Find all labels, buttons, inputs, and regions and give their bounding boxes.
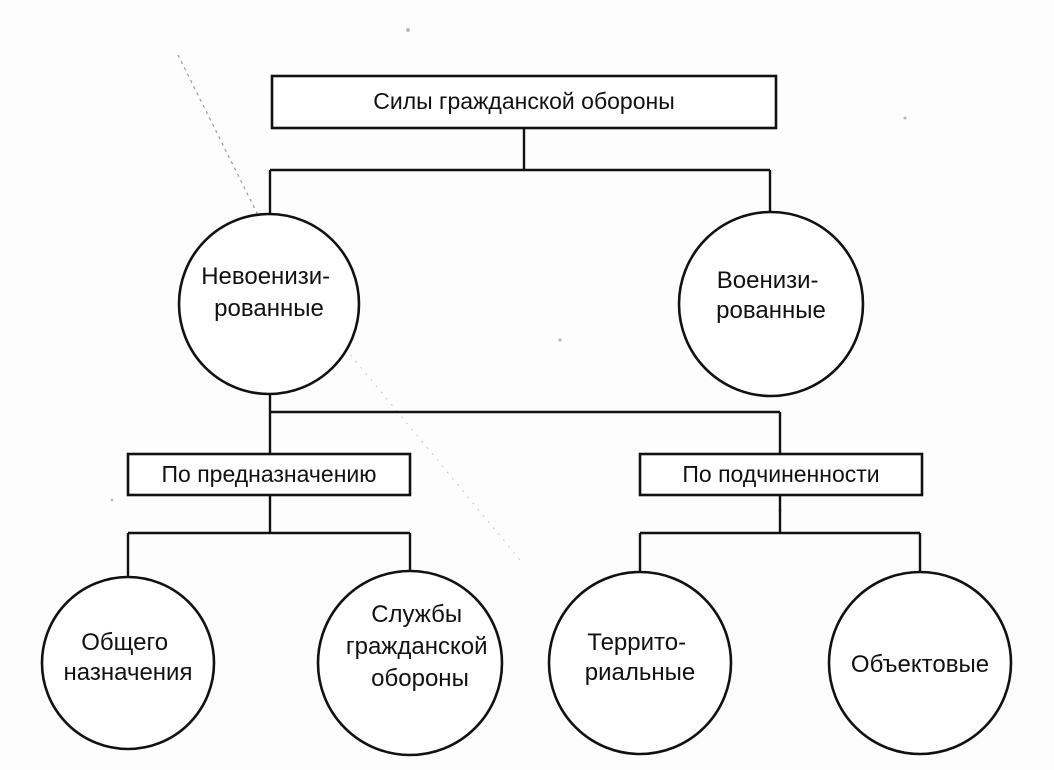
territorial-node: Террито- риальные bbox=[547, 570, 733, 756]
civil-defense-services-node: Службы гражданской обороны bbox=[316, 569, 504, 757]
civil-defense-services-line-2: гражданской bbox=[346, 633, 488, 660]
militarized-node: Военизи- рованные bbox=[677, 210, 865, 398]
non-militarized-label: Невоенизи- рованные bbox=[201, 263, 337, 322]
militarized-label: Военизи- рованные bbox=[716, 267, 826, 324]
territorial-line-1: Террито- bbox=[587, 629, 686, 656]
territorial-line-2: риальные bbox=[585, 659, 695, 686]
root-node: Силы гражданской обороны bbox=[270, 74, 778, 130]
territorial-label: Террито- риальные bbox=[585, 629, 695, 686]
non-militarized-node: Невоенизи- рованные bbox=[177, 212, 361, 396]
civil-defense-services-label: Службы гражданской обороны bbox=[346, 601, 494, 692]
militarized-line-2: рованные bbox=[716, 297, 826, 324]
civil-defense-services-line-1: Службы bbox=[371, 601, 462, 628]
general-purpose-line-2: назначения bbox=[64, 659, 193, 686]
general-purpose-line-1: Общего bbox=[81, 629, 168, 656]
civil-defense-services-line-3: обороны bbox=[371, 665, 469, 692]
by-purpose-node: По предназначению bbox=[126, 452, 412, 497]
general-purpose-node: Общего назначения bbox=[40, 575, 216, 751]
object-line-1: Объектовые bbox=[851, 651, 989, 678]
by-subordination-label: По подчиненности bbox=[682, 461, 879, 487]
general-purpose-label: Общего назначения bbox=[64, 629, 193, 686]
by-subordination-node: По подчиненности bbox=[638, 452, 924, 497]
non-militarized-line-1: Невоенизи- bbox=[201, 263, 330, 290]
by-purpose-label: По предназначению bbox=[161, 461, 376, 487]
root-node-label: Силы гражданской обороны bbox=[373, 88, 675, 114]
object-label: Объектовые bbox=[851, 651, 989, 678]
object-node: Объектовые bbox=[827, 570, 1013, 756]
non-militarized-line-2: рованные bbox=[214, 295, 324, 322]
militarized-line-1: Военизи- bbox=[717, 267, 819, 294]
